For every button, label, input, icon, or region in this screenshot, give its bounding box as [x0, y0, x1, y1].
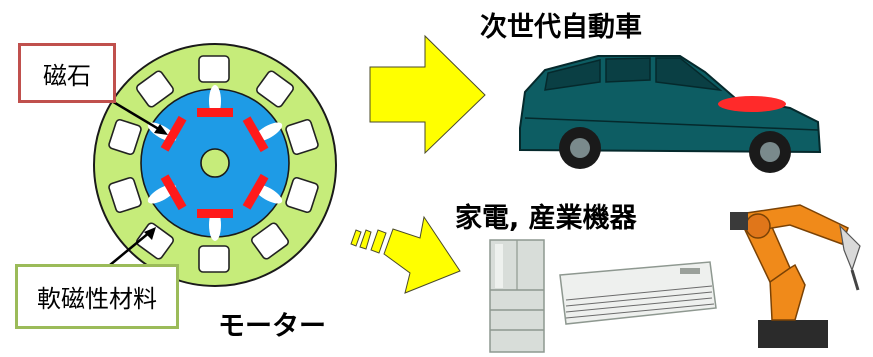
arrow-to-appliances [350, 215, 461, 294]
soft-pointer [109, 231, 151, 266]
soft-magnetic-label: 軟磁性材料 [37, 285, 157, 313]
refrigerator-illustration [489, 239, 545, 353]
next-gen-vehicle-label: 次世代自動車 [480, 12, 642, 43]
air-conditioner-illustration [559, 261, 717, 325]
robot-arm-illustration [730, 204, 861, 348]
appliances-label: 家電, 産業機器 [455, 203, 637, 234]
magnet-label: 磁石 [43, 61, 91, 90]
arrow-to-vehicle [369, 34, 486, 155]
magnet-label-box: 磁石 [18, 43, 116, 103]
shaft [200, 148, 230, 178]
magnet-bars [160, 108, 269, 218]
motor-label: モーター [218, 311, 326, 342]
car-illustration [519, 55, 822, 173]
soft-magnetic-label-box: 軟磁性材料 [15, 264, 179, 329]
motor-diagram [93, 43, 337, 287]
stator-slots [108, 55, 319, 273]
